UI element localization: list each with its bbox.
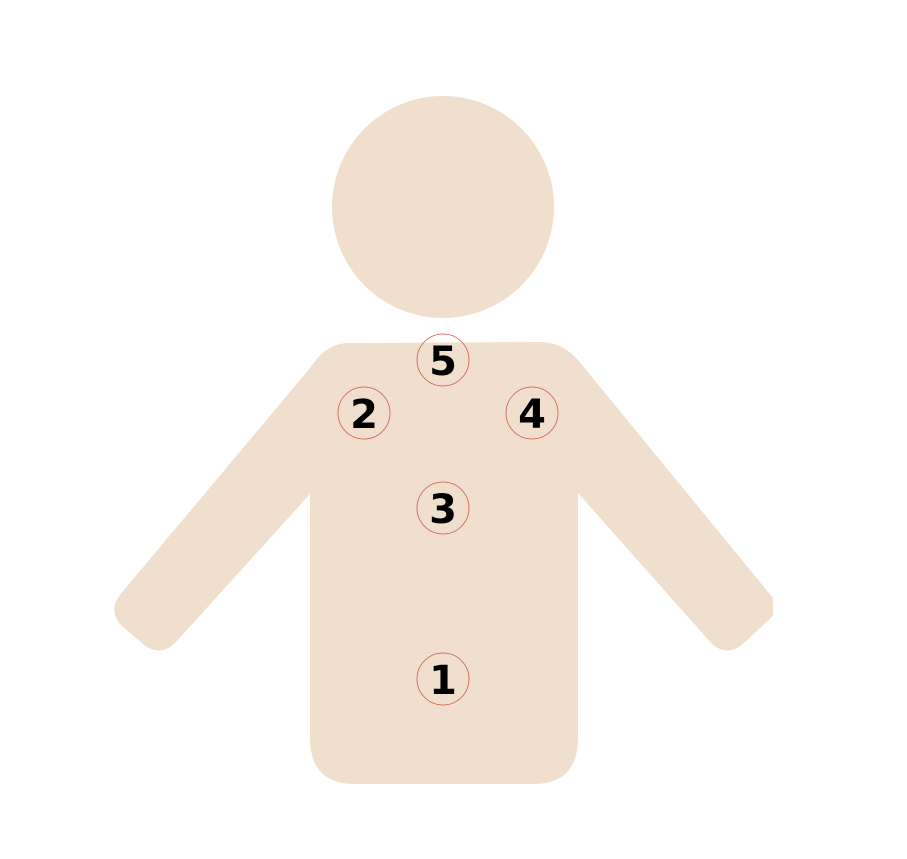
torso-shape <box>114 342 773 784</box>
marker-3[interactable]: 3 <box>416 481 470 535</box>
marker-5-ring <box>416 333 470 387</box>
marker-4[interactable]: 4 <box>505 386 559 440</box>
marker-1-label: 1 <box>429 658 457 704</box>
marker-2[interactable]: 2 <box>337 386 391 440</box>
marker-4-label: 4 <box>518 392 546 438</box>
marker-2-label: 2 <box>350 392 378 438</box>
marker-5[interactable]: 5 <box>416 333 470 387</box>
marker-5-label: 5 <box>429 339 457 385</box>
marker-1[interactable]: 1 <box>416 652 470 706</box>
head-shape <box>332 96 554 318</box>
marker-1-ring <box>416 652 470 706</box>
marker-3-label: 3 <box>429 487 457 533</box>
marker-4-ring <box>505 386 559 440</box>
marker-2-ring <box>337 386 391 440</box>
marker-3-ring <box>416 481 470 535</box>
